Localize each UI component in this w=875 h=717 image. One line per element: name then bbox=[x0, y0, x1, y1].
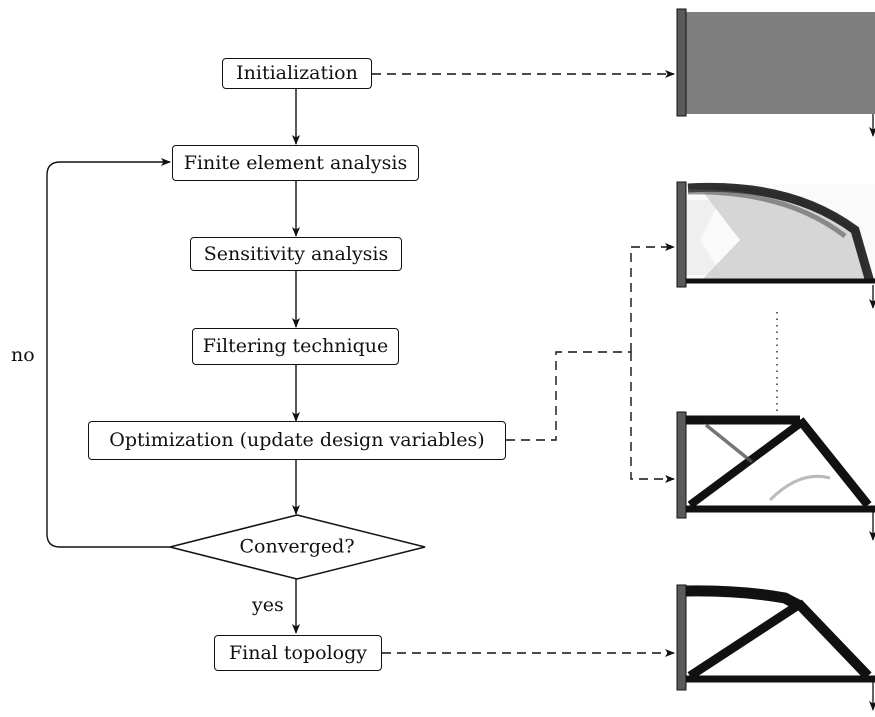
sensitivity-box: Sensitivity analysis bbox=[190, 237, 402, 271]
converged-label: Converged? bbox=[239, 535, 355, 558]
fea-box: Finite element analysis bbox=[172, 145, 419, 181]
snapshot-early-iteration bbox=[676, 181, 875, 309]
dashed-to-early-snapshot bbox=[630, 243, 675, 352]
snapshot-later-iteration bbox=[676, 411, 875, 541]
dashed-optimization-branch bbox=[506, 351, 631, 441]
optimization-box: Optimization (update design variables) bbox=[88, 421, 506, 460]
filtering-box: Filtering technique bbox=[192, 328, 399, 365]
final-topology-box: Final topology bbox=[214, 635, 382, 671]
decision-diamond bbox=[169, 514, 426, 580]
snapshot-final-topology bbox=[676, 584, 875, 711]
yes-label: yes bbox=[252, 594, 284, 616]
no-label: no bbox=[11, 344, 35, 366]
initialization-box: Initialization bbox=[222, 58, 372, 89]
snapshot-initial-design bbox=[676, 8, 875, 137]
dashed-to-later-snapshot bbox=[630, 352, 675, 483]
no-loop-arrow bbox=[46, 158, 171, 548]
